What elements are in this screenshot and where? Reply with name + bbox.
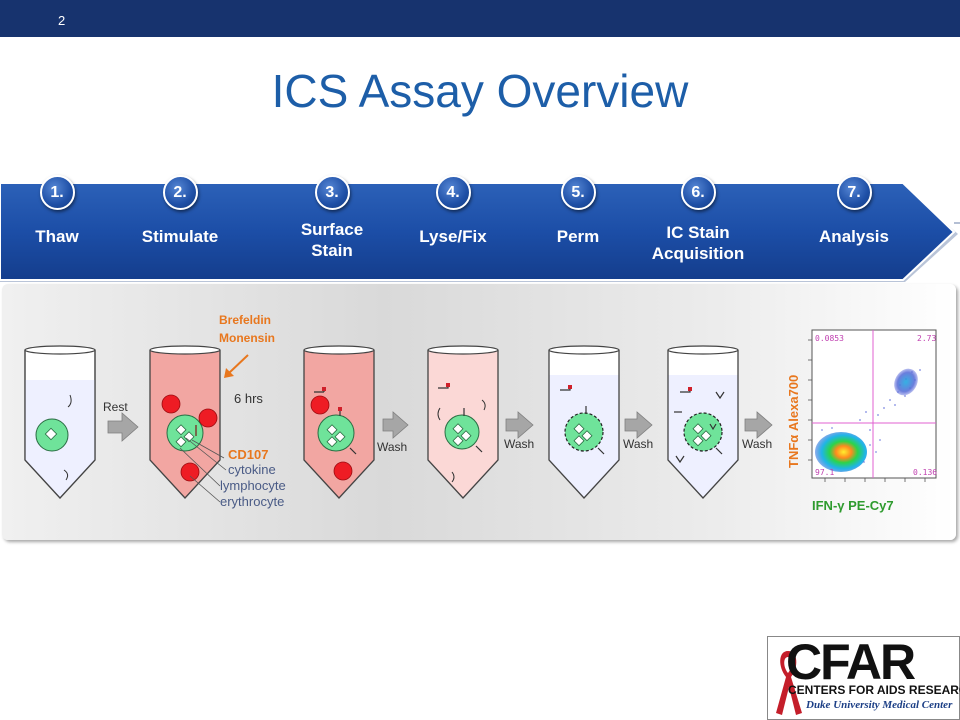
step-label: IC Stain Acquisition bbox=[651, 223, 745, 263]
step-number-badge: 2. bbox=[162, 175, 198, 210]
y-axis-label: TNFα Alexa700 bbox=[786, 375, 801, 468]
tube-lyse-fix bbox=[427, 345, 499, 499]
monensin-label: Monensin bbox=[219, 331, 275, 345]
step-label: Perm bbox=[556, 227, 600, 246]
logo-subtitle: CENTERS FOR AIDS RESEARCH bbox=[788, 683, 960, 697]
arrow-wash-2 bbox=[505, 411, 534, 439]
tube-perm bbox=[548, 345, 620, 499]
tube-stimulate bbox=[149, 345, 227, 503]
wash-label: Wash bbox=[742, 437, 772, 451]
step-label: Surface Stain bbox=[300, 220, 364, 260]
step-label: Thaw bbox=[35, 227, 79, 246]
step-number-badge: 7. bbox=[836, 175, 872, 210]
header-bar: 2 bbox=[0, 0, 960, 37]
arrow-wash-1 bbox=[382, 411, 409, 439]
cfar-logo: CFAR CENTERS FOR AIDS RESEARCH Duke Univ… bbox=[767, 634, 960, 720]
tube-thaw bbox=[24, 345, 96, 499]
step-number-badge: 4. bbox=[435, 175, 471, 210]
red-ribbon-icon bbox=[776, 651, 802, 715]
step-surface-stain: 3. Surface Stain bbox=[285, 175, 379, 261]
step-ic-stain-acquisition: 6. IC Stain Acquisition bbox=[632, 175, 764, 264]
wash-label: Wash bbox=[623, 437, 653, 451]
quadrant-upper-right: 2.73 bbox=[917, 334, 936, 343]
quadrant-upper-left: 0.0853 bbox=[815, 334, 844, 343]
wash-label: Wash bbox=[504, 437, 534, 451]
quadrant-lower-right: 0.136 bbox=[913, 468, 937, 477]
page-number: 2 bbox=[58, 13, 66, 28]
legend-erythrocyte: erythrocyte bbox=[220, 494, 284, 509]
step-number-badge: 3. bbox=[314, 175, 350, 210]
step-stimulate: 2. Stimulate bbox=[130, 175, 230, 247]
step-thaw: 1. Thaw bbox=[25, 175, 89, 247]
arrow-rest bbox=[107, 412, 139, 442]
step-label: Stimulate bbox=[141, 227, 219, 246]
wash-label: Wash bbox=[377, 440, 407, 454]
step-number-badge: 6. bbox=[680, 175, 716, 210]
step-label: Analysis bbox=[819, 227, 889, 246]
step-number-badge: 1. bbox=[39, 175, 75, 210]
step-label: Lyse/Fix bbox=[419, 227, 487, 246]
logo-institution: Duke University Medical Center bbox=[806, 699, 953, 711]
tube-ic-stain bbox=[667, 345, 739, 499]
step-perm: 5. Perm bbox=[543, 175, 613, 247]
x-axis-label: IFN-γ PE-Cy7 bbox=[812, 498, 894, 513]
rest-label: Rest bbox=[103, 400, 128, 414]
step-analysis: 7. Analysis bbox=[806, 175, 902, 247]
brefeldin-label: Brefeldin bbox=[219, 313, 271, 327]
quadrant-lower-left: 97.1 bbox=[815, 468, 834, 477]
inhibitor-arrow bbox=[224, 354, 249, 378]
step-lyse-fix: 4. Lyse/Fix bbox=[408, 175, 498, 247]
legend-cd107: CD107 bbox=[228, 447, 268, 462]
incubation-time-label: 6 hrs bbox=[234, 391, 263, 406]
tube-surface-stain bbox=[303, 345, 375, 499]
slide-title: ICS Assay Overview bbox=[271, 65, 689, 117]
legend-lymphocyte: lymphocyte bbox=[220, 478, 286, 493]
flow-cytometry-plot: 0.0853 2.73 97.1 0.136 TNFα Alexa700 IFN… bbox=[786, 329, 937, 513]
legend-cytokine: cytokine bbox=[228, 462, 276, 477]
step-number-badge: 5. bbox=[560, 175, 596, 210]
arrow-wash-3 bbox=[624, 411, 653, 439]
arrow-wash-4 bbox=[744, 411, 773, 439]
logo-wordmark: CFAR bbox=[786, 634, 916, 690]
steps-arrow-banner bbox=[0, 183, 960, 282]
